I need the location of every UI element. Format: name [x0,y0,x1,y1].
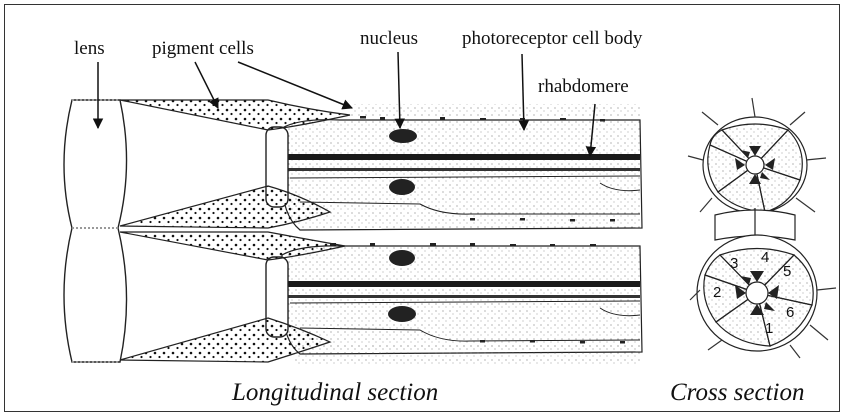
cross-section [688,98,836,358]
cell-number-4: 4 [761,249,769,266]
cell-number-1: 1 [765,320,773,337]
caption-longitudinal: Longitudinal section [231,379,438,406]
lens-shape [64,100,127,362]
label-photoreceptor: photoreceptor cell body [462,28,643,49]
cell-number-5: 5 [783,263,791,280]
cell-number-3: 3 [730,255,738,272]
nucleus-4 [388,306,416,322]
rhabdomere-upper [282,154,640,160]
caption-cross: Cross section [670,379,805,406]
nucleus-2 [389,179,415,195]
rhabdomere-lower [282,281,640,287]
label-rhabdomere: rhabdomere [538,76,629,97]
photoreceptor-cell-upper [282,120,642,230]
cell-number-2: 2 [713,284,721,301]
longitudinal-section [64,100,642,365]
label-nucleus: nucleus [360,28,418,49]
label-lens: lens [74,38,105,59]
label-pigment-cells: pigment cells [152,38,254,59]
cell-number-6: 6 [786,304,794,321]
nucleus-3 [389,250,415,266]
photoreceptor-cell-lower [282,246,642,354]
nucleus-1 [389,129,417,143]
